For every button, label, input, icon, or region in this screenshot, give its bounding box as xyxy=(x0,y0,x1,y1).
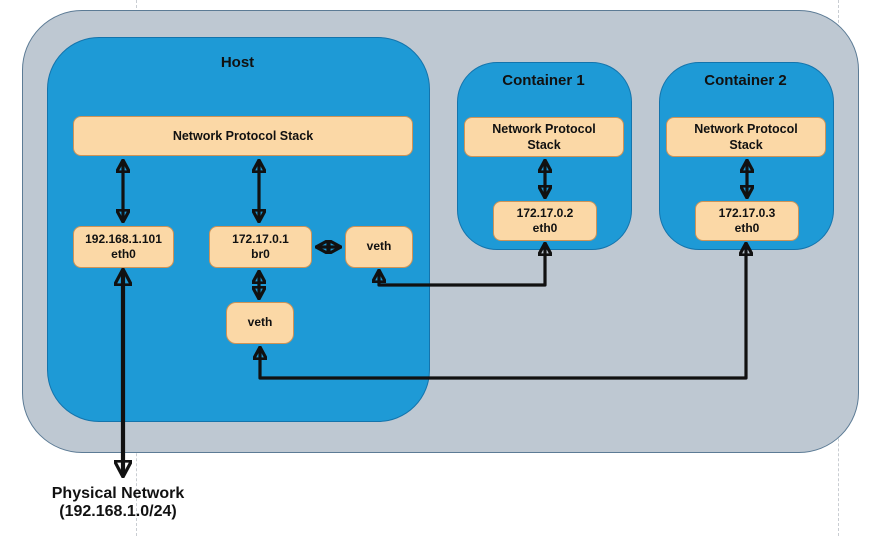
host-title: Host xyxy=(220,54,255,71)
node-label: Network Protocol Stack xyxy=(172,129,314,143)
host-eth0-node: 192.168.1.101 eth0 xyxy=(73,226,174,268)
container2-network-protocol-stack-node: Network Protocol Stack xyxy=(666,117,826,157)
node-if-label: eth0 xyxy=(532,221,558,235)
node-ip-label: 172.17.0.1 xyxy=(232,231,289,246)
veth-node-bottom: veth xyxy=(226,302,294,344)
node-if-label: eth0 xyxy=(111,247,136,261)
container2-eth0-node: 172.17.0.3 eth0 xyxy=(695,201,799,241)
node-ip-label: 172.17.0.2 xyxy=(516,205,574,220)
caption-line2: (192.168.1.0/24) xyxy=(59,503,177,521)
container1-network-protocol-stack-node: Network Protocol Stack xyxy=(464,117,624,157)
caption-line1: Physical Network xyxy=(51,485,185,502)
container1-title: Container 1 xyxy=(502,72,585,89)
node-label: Network Protocol Stack xyxy=(492,122,596,152)
container2-title: Container 2 xyxy=(704,72,787,89)
node-if-label: br0 xyxy=(251,247,270,261)
node-ip-label: 192.168.1.101 xyxy=(85,231,162,246)
veth-node-right: veth xyxy=(345,226,413,268)
physical-network-caption: Physical Network (192.168.1.0/24) xyxy=(20,485,216,522)
node-if-label: eth0 xyxy=(734,221,760,235)
node-label: veth xyxy=(366,239,392,254)
host-br0-node: 172.17.0.1 br0 xyxy=(209,226,312,268)
host-network-protocol-stack-node: Network Protocol Stack xyxy=(73,116,413,156)
node-label: veth xyxy=(247,315,273,330)
node-label: Network Protocol Stack xyxy=(694,122,798,152)
node-ip-label: 172.17.0.3 xyxy=(718,205,776,220)
container1-eth0-node: 172.17.0.2 eth0 xyxy=(493,201,597,241)
